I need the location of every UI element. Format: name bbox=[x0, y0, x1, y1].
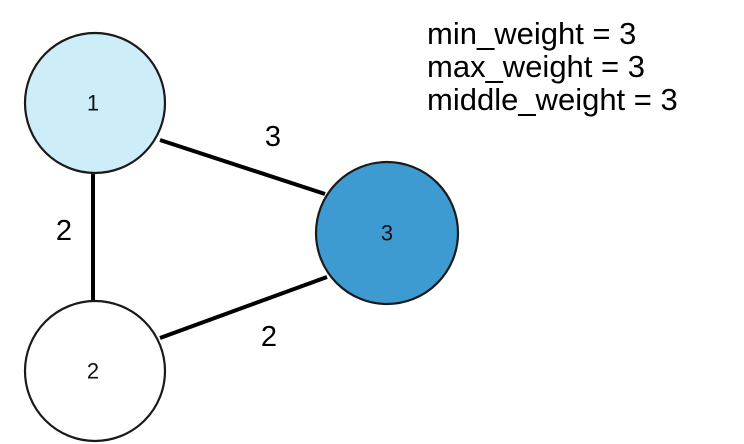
weight-stats-block: min_weight = 3 max_weight = 3 middle_wei… bbox=[427, 17, 678, 116]
node-1-circle[interactable] bbox=[23, 31, 167, 175]
edge-label-1-3: 3 bbox=[265, 121, 281, 153]
node-3-circle[interactable] bbox=[314, 160, 460, 306]
node-3-label: 3 bbox=[381, 221, 393, 246]
node-2-circle[interactable] bbox=[23, 299, 167, 443]
min-weight-text: min_weight = 3 bbox=[427, 16, 637, 51]
edge-label-2-3: 2 bbox=[261, 321, 277, 353]
edge-label-1-2: 2 bbox=[56, 215, 72, 247]
node-2-label: 2 bbox=[87, 359, 99, 384]
max-weight-text: max_weight = 3 bbox=[427, 49, 645, 84]
edge-1-3[interactable] bbox=[159, 138, 326, 196]
edges-group bbox=[91, 138, 328, 340]
node-labels-group: 1 2 3 bbox=[87, 91, 393, 384]
edge-labels-group: 3 2 2 bbox=[56, 121, 281, 353]
edge-2-3[interactable] bbox=[159, 275, 328, 340]
nodes-group bbox=[23, 31, 460, 443]
middle-weight-text: middle_weight = 3 bbox=[427, 82, 678, 117]
node-1-label: 1 bbox=[87, 91, 99, 116]
